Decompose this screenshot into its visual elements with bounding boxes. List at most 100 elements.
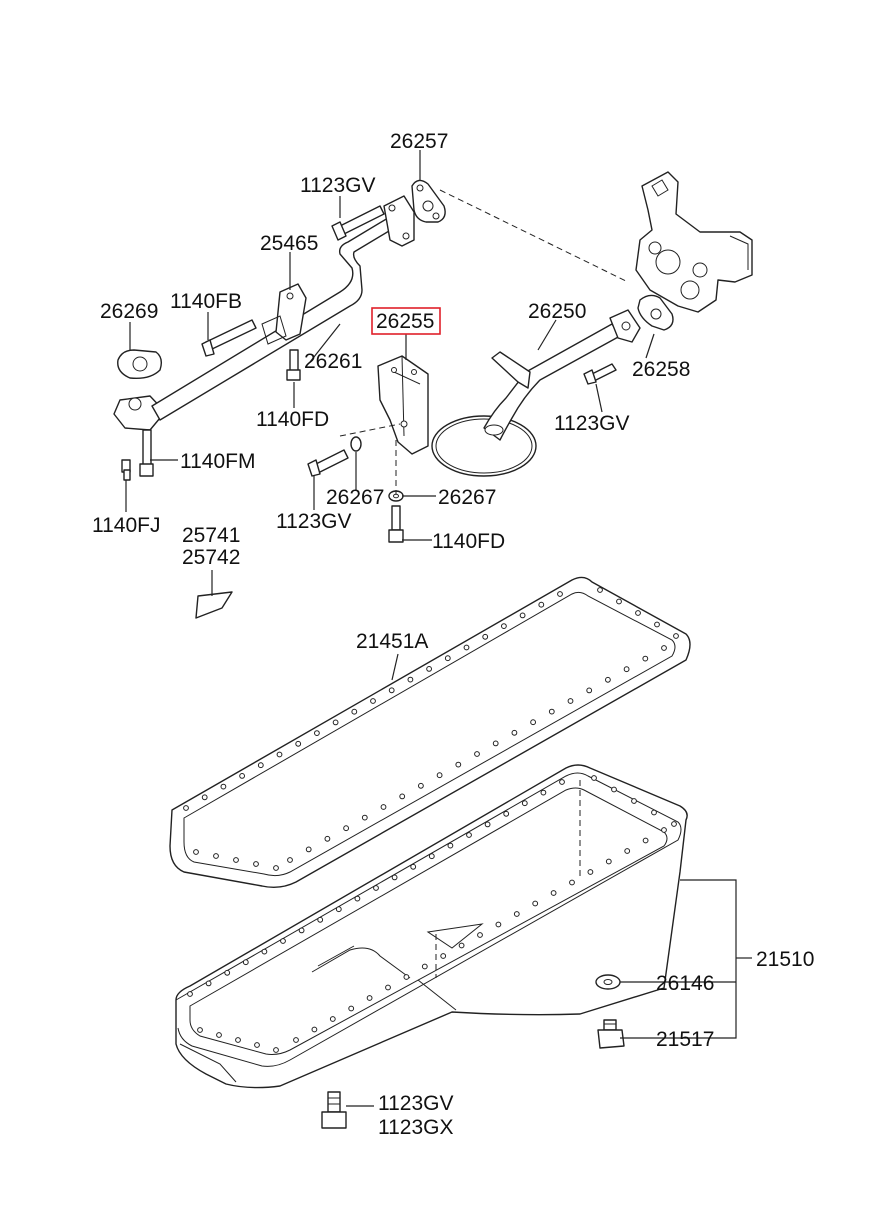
bolt-hole [569,879,575,886]
bolt-hole [458,942,465,949]
label-26146: 26146 [656,972,714,995]
bolt-hole [224,969,231,976]
bolt-hole [597,587,603,593]
bolt-hole [239,773,246,779]
bolt-hole [253,861,259,867]
bolt-hole [495,921,502,928]
bolt-hole [466,832,472,838]
bolt-hole [410,863,417,870]
label-26255: 26255 [376,310,434,333]
label-26269: 26269 [100,300,158,323]
label-1123GV-top: 1123GV [300,174,376,197]
bolt-hole [370,698,376,704]
bolt-hole [567,698,574,704]
bolt-hole [530,719,536,726]
bolt-hole [324,835,331,842]
bolt-hole [220,783,227,790]
bolt-hole [380,804,387,810]
gasket-26269 [117,349,163,380]
bolt-hole [329,1016,336,1022]
bolt-1140FM [139,429,154,477]
bolt-hole [654,621,660,628]
assembly-line-pump [439,189,629,283]
bolt-hole [651,809,657,816]
bolt-hole [261,948,268,955]
bolt-hole [428,853,435,860]
bolt-hole [635,610,641,616]
bolt-hole [399,793,406,800]
label-1123GV-mid: 1123GV [276,510,352,533]
label-26258: 26258 [632,358,690,381]
bolt-hole [421,963,428,970]
oil-pan-gasket-21451A [169,576,691,889]
bolt-hole [273,1047,279,1053]
label-26257: 26257 [390,130,448,153]
bolt-hole [361,814,368,821]
label-1123GV-pipe: 1123GV [554,412,630,435]
leader-lines [125,150,752,1107]
bolt-hole [436,772,443,779]
bolt-hole [611,786,617,793]
bolt-hole [407,676,414,683]
bolt-hole [532,900,539,907]
bolt-hole [193,849,199,855]
bolt-hole [661,827,667,833]
gasket-bolt-holes [183,587,679,1053]
bolt-1140FD-upper [286,349,301,381]
bolt-hole [201,794,208,801]
bolt-hole [213,853,219,859]
label-plate-25741 [195,591,233,619]
bolt-hole [642,655,649,662]
bolt-hole [332,719,339,726]
bolt-hole [314,730,320,736]
bolt-hole [183,805,189,811]
oil-strainer-26250 [431,309,641,477]
bolt-hole [348,1005,355,1012]
bracket-25465 [261,283,307,345]
bolt-hole [511,729,518,736]
label-26261: 26261 [304,350,362,373]
label-26267-right: 26267 [438,486,496,509]
bolt-hole [335,906,342,913]
label-1140FD-lower: 1140FD [432,530,505,553]
bolt-hole [477,932,483,938]
bolt-hole [455,761,462,768]
bolt-hole [519,612,526,619]
bolt-hole [587,869,594,875]
gasket-26257 [411,179,446,223]
bolt-hole [591,775,597,781]
label-25742: 25742 [182,546,240,569]
bolt-hole [484,821,491,828]
bolt-1123GV-upper [331,205,385,241]
part-labels: 26257 1123GV 25465 26269 1140FB 26255 26… [92,130,814,1139]
label-25741: 25741 [182,524,240,547]
bolt-hole [216,1032,222,1038]
bolt-hole [317,916,324,923]
bolt-hole [205,980,212,987]
bolt-hole [295,740,302,747]
label-1123GX: 1123GX [378,1116,454,1139]
bolt-hole [280,938,286,944]
bolt-hole [187,991,193,997]
bolt-1123GV-pipe [583,363,617,385]
bolt-hole [624,848,631,854]
bolt-hole [354,895,361,902]
bolt-hole [538,601,545,608]
label-26250: 26250 [528,300,586,323]
bolt-hole [385,984,391,991]
bolt-hole [388,687,395,694]
label-25465: 25465 [260,232,318,255]
bolt-hole [235,1037,241,1043]
bolt-hole [673,633,679,639]
bolt-hole [197,1027,203,1033]
label-26267-left: 26267 [326,486,384,509]
bolt-hole [501,623,507,629]
bolt-hole [233,857,239,863]
bolt-hole [463,644,470,651]
bolt-hole [642,837,649,844]
bolt-hole [444,655,451,662]
bolt-hole [548,708,555,715]
bolt-hole [631,798,637,804]
oil-pipe-26261 [113,195,415,431]
